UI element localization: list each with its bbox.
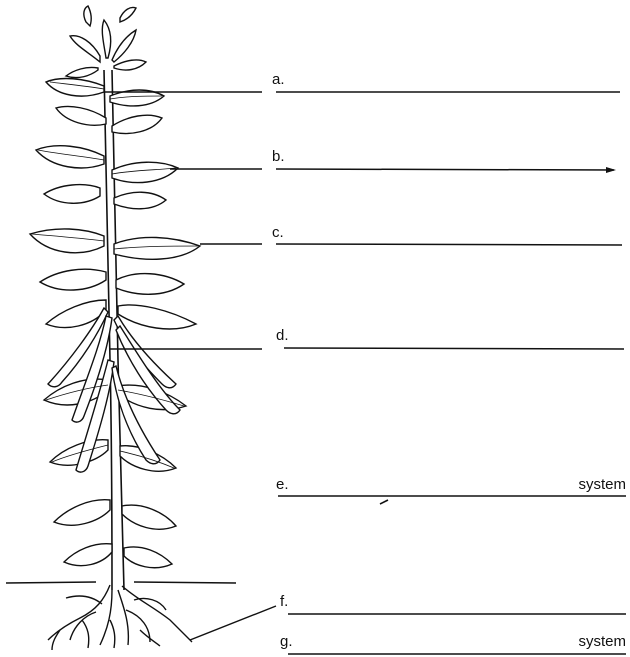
label-g: g. — [280, 633, 293, 650]
label-b: b. — [272, 148, 285, 165]
label-e: e. — [276, 476, 289, 493]
arrow-tip-b — [606, 167, 616, 173]
label-a: a. — [272, 71, 285, 88]
roots — [48, 585, 192, 650]
answer-line-d — [284, 348, 624, 349]
label-f: f. — [280, 593, 288, 610]
pointer-f — [190, 606, 276, 640]
answer-line-c — [276, 244, 622, 245]
label-e-suffix: system — [578, 476, 626, 493]
answer-lines — [276, 92, 626, 654]
label-d: d. — [276, 327, 289, 344]
answer-line-b — [276, 169, 614, 170]
flower-cluster — [66, 6, 146, 78]
stray-mark — [380, 500, 388, 504]
ground-line — [6, 582, 236, 583]
label-c: c. — [272, 224, 284, 241]
label-g-suffix: system — [578, 633, 626, 650]
